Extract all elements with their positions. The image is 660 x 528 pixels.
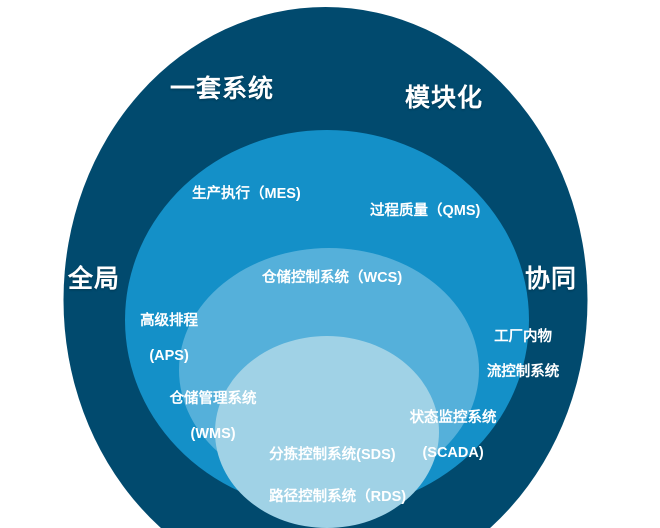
ring2-label-aps-line2: (APS): [149, 348, 189, 365]
ring2-label-qms: 过程质量（QMS): [370, 203, 481, 219]
ring3-label-wms-line1: 仓储管理系统: [169, 390, 257, 407]
ring3-label-wms-line2: (WMS): [190, 426, 236, 443]
outer-label-one-system: 一套系统: [170, 75, 275, 103]
ellipse-core: [215, 336, 439, 528]
ring2-label-intralogistics: 工厂内物 流控制系统: [458, 311, 572, 399]
ring2-label-intralogistics-line2: 流控制系统: [486, 364, 560, 381]
ring3-label-scada: 状态监控系统 (SCADA): [385, 392, 505, 480]
core-label-rds: 路径控制系统（RDS): [269, 489, 407, 506]
core-label-group: 分拣控制系统(SDS) 路径控制系统（RDS) 图像处理系统: [253, 424, 406, 528]
ring3-label-wcs: 仓储控制系统（WCS): [262, 270, 403, 286]
ring2-label-intralogistics-line1: 工厂内物: [494, 328, 553, 345]
ring2-label-mes: 生产执行（MES): [192, 186, 301, 202]
outer-label-modular: 模块化: [405, 84, 484, 112]
core-label-sds: 分拣控制系统(SDS): [269, 447, 396, 464]
outer-label-collaborative: 协同: [525, 265, 578, 293]
outer-label-global: 全局: [68, 265, 121, 293]
ring3-label-scada-line1: 状态监控系统: [409, 409, 497, 426]
ring3-label-wms: 仓储管理系统 (WMS): [140, 373, 270, 461]
ring2-label-aps-line1: 高级排程: [140, 312, 199, 329]
ring3-label-scada-line2: (SCADA): [422, 445, 484, 462]
ring2-label-aps: 高级排程 (APS): [114, 295, 208, 383]
